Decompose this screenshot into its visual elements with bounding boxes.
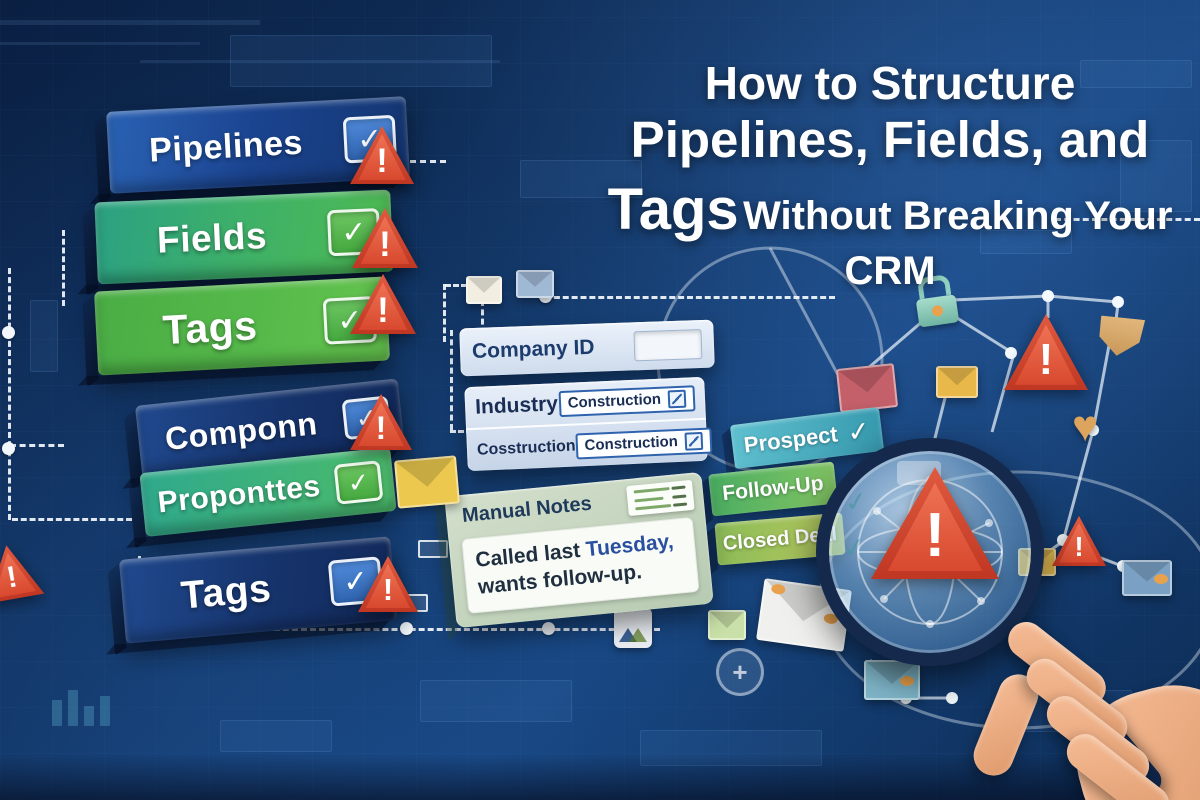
warning-icon: ! (350, 394, 412, 450)
dashed-connector (445, 284, 475, 287)
connector-node (2, 442, 15, 455)
connector-node (2, 326, 15, 339)
connector-node (400, 622, 413, 635)
dashed-connector (443, 284, 446, 342)
bar-fields-label: Fields (156, 215, 268, 261)
notes-menu-icon[interactable] (626, 479, 695, 517)
industry-value: Construction (567, 390, 662, 412)
plus-node-icon: + (716, 648, 764, 696)
company-id-input[interactable] (633, 328, 703, 362)
bar-fields[interactable]: Fields ✓ (94, 189, 394, 285)
bg-block (30, 300, 58, 372)
envelope-icon (936, 366, 978, 398)
edit-checkbox-icon[interactable] (684, 431, 704, 451)
notes-body[interactable]: Called last Tuesday, wants follow-up. (461, 516, 700, 614)
bg-block (420, 680, 572, 722)
industry-label: Industry (474, 391, 559, 419)
status-tag-prospect-label: Prospect (742, 421, 839, 458)
bg-chart-bar (84, 706, 94, 726)
notes-title: Manual Notes (461, 492, 593, 527)
warning-icon: ! (352, 208, 418, 268)
envelope-icon (708, 610, 746, 640)
bar-componn-label: Componn (163, 404, 319, 457)
faded-checkmark-icon: ✓ (842, 485, 870, 519)
warning-icon: ! (1052, 516, 1106, 566)
bar-proponttes-label: Proponttes (156, 469, 323, 520)
status-tag-follow-up-label: Follow-Up (721, 471, 825, 506)
envelope-icon (466, 276, 502, 304)
bg-block (520, 160, 642, 198)
dashed-connector (450, 430, 472, 433)
bar-tags[interactable]: Tags ✓ (94, 276, 390, 376)
bg-circuit-line (140, 60, 500, 63)
envelope-icon (835, 363, 899, 413)
bar-tags-2-label: Tags (179, 566, 273, 618)
checkbox-checked-icon[interactable]: ✓ (333, 460, 384, 505)
dashed-connector (12, 518, 132, 521)
bg-chart-bar (68, 690, 78, 726)
checkmark-icon: ✓ (845, 414, 872, 448)
company-id-label: Company ID (471, 335, 595, 364)
title-line-3-rest: Without Breaking Your CRM (743, 193, 1173, 294)
title-line-2: Pipelines, Fields, and (630, 110, 1150, 168)
dashed-connector (481, 300, 484, 334)
notes-text-highlight: Tuesday, (584, 529, 675, 562)
crm-fields-panel: Industry Construction Cosstruction Const… (464, 376, 713, 472)
edit-checkbox-icon[interactable] (667, 389, 687, 408)
industry-input[interactable]: Construction (558, 384, 696, 417)
dashed-connector (62, 230, 65, 306)
bg-block (1120, 140, 1192, 212)
heart-icon: ♥ (1072, 402, 1099, 451)
dashed-connector (10, 444, 64, 447)
bg-block (980, 230, 1072, 254)
bg-block (230, 35, 492, 87)
bg-circuit-line (0, 42, 200, 45)
title-line-1: How to Structure (704, 57, 1076, 109)
bar-pipelines-label: Pipelines (148, 123, 304, 170)
bg-block (1080, 60, 1192, 88)
title-block: How to Structure Pipelines, Fields, and … (588, 57, 1192, 297)
warning-icon-lens: ! (871, 467, 999, 579)
dashed-connector (450, 330, 453, 430)
checkmark-icon: ✓ (346, 465, 371, 499)
bg-block (220, 720, 332, 752)
photo-icon (614, 608, 652, 648)
warning-icon-large: ! (1004, 314, 1088, 390)
dashed-connector (545, 296, 835, 299)
dashed-connector (8, 268, 11, 520)
bg-circuit-line (0, 20, 260, 25)
cosstruction-value: Construction (584, 433, 679, 455)
envelope-icon (1122, 560, 1172, 596)
faded-checkmark-icon: ✓ (840, 531, 868, 565)
envelope-icon (864, 660, 920, 700)
dashed-connector (1055, 218, 1200, 221)
company-id-field: Company ID (459, 319, 715, 377)
bar-tags-label: Tags (161, 301, 259, 353)
connector-node (542, 622, 555, 635)
title-line-3-emphasis: Tags (607, 176, 739, 242)
bg-chart-bar (52, 700, 62, 726)
envelope-icon (394, 455, 460, 509)
warning-icon: ! (350, 274, 416, 334)
cosstruction-label: Cosstruction (476, 436, 576, 459)
warning-icon: ! (350, 126, 414, 184)
envelope-icon (516, 270, 554, 298)
notes-card: Manual Notes Called last Tuesday, wants … (444, 471, 714, 629)
bg-chart-bar (100, 696, 110, 726)
cosstruction-input[interactable]: Construction (575, 427, 713, 459)
warning-icon: ! (358, 556, 418, 612)
dashed-connector (410, 160, 446, 163)
dashed-connector (138, 628, 660, 631)
title-line-3: Tags Without Breaking Your CRM (588, 174, 1192, 297)
